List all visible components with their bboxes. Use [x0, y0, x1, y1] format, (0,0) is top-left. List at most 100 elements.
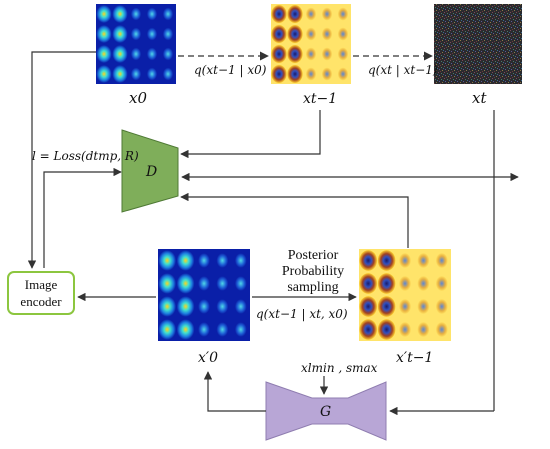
arrow-x0-to-encoder [27, 51, 96, 269]
heatmap-blob [96, 45, 112, 63]
heatmap-blob [305, 27, 317, 41]
heatmap-blob [234, 322, 247, 337]
heatmap-blob [96, 5, 112, 23]
heatmap-blob [176, 319, 195, 340]
label-x0-prime: x′0 [198, 350, 218, 366]
heatmap-blob [130, 27, 142, 41]
arrow-g-to-x0prime [203, 371, 266, 412]
heatmap-blob [112, 5, 128, 23]
heatmap-blob [435, 322, 448, 337]
heatmap-blob [417, 276, 430, 291]
heatmap-blob [112, 65, 128, 83]
heatmap-blob [112, 45, 128, 63]
generator-block [265, 381, 387, 441]
heatmap-blob [216, 299, 229, 314]
label-xt-minus-1-prime: x′t−1 [396, 350, 433, 366]
heatmap-blob [158, 319, 177, 340]
heatmap-blob [146, 27, 158, 41]
heatmap-blob [146, 7, 158, 21]
heatmap-blob [321, 27, 333, 41]
heatmap-blob [96, 65, 112, 83]
heatmap-blob [321, 47, 333, 61]
label-posterior-3: sampling [287, 280, 338, 295]
label-gen-inputs: xlmin , smax [301, 361, 378, 375]
heatmap-blob [162, 47, 174, 61]
heatmap-blob [287, 5, 303, 23]
heatmap-blob [234, 299, 247, 314]
heatmap-blob [271, 45, 287, 63]
image-x0-prime [158, 249, 250, 341]
heatmap-blob [158, 250, 177, 271]
heatmap-blob [162, 7, 174, 21]
heatmap-blob [321, 67, 333, 81]
heatmap-blob [271, 65, 287, 83]
label-xt-minus-1: xt−1 [303, 91, 337, 107]
label-posterior-1: Posterior [288, 248, 339, 263]
heatmap-blob [162, 67, 174, 81]
label-generator: G [320, 404, 331, 420]
heatmap-blob [162, 27, 174, 41]
heatmap-blob [435, 276, 448, 291]
heatmap-blob [287, 65, 303, 83]
arrow-encoder-to-d [43, 167, 122, 268]
heatmap-blob [216, 253, 229, 268]
heatmap-blob [158, 296, 177, 317]
heatmap-blob [146, 67, 158, 81]
heatmap-blob [359, 319, 378, 340]
heatmap-blob [399, 253, 411, 268]
heatmap-blob [112, 25, 128, 43]
heatmap-blob [198, 299, 210, 314]
heatmap-blob [146, 47, 158, 61]
heatmap-blob [234, 276, 247, 291]
arrow-xt1-to-d [180, 110, 321, 159]
heatmap-blob [399, 276, 411, 291]
heatmap-blob [198, 253, 210, 268]
heatmap-blob [158, 273, 177, 294]
image-x0 [96, 4, 176, 84]
heatmap-blob [359, 273, 378, 294]
heatmap-blob [271, 25, 287, 43]
label-loss: l = Loss(dtmp, R) [32, 149, 139, 163]
discriminator-block [121, 129, 179, 213]
heatmap-blob [435, 253, 448, 268]
heatmap-blob [417, 253, 430, 268]
heatmap-blob [377, 273, 396, 294]
heatmap-blob [359, 250, 378, 271]
heatmap-blob [176, 250, 195, 271]
heatmap-blob [176, 273, 195, 294]
heatmap-blob [417, 322, 430, 337]
heatmap-blob [435, 299, 448, 314]
heatmap-blob [271, 5, 287, 23]
heatmap-blob [359, 296, 378, 317]
heatmap-blob [305, 67, 317, 81]
heatmap-blob [216, 322, 229, 337]
label-q-forward-2: q(xt | xt−1) [368, 63, 438, 77]
heatmap-blob [305, 7, 317, 21]
label-discriminator: D [145, 164, 157, 180]
heatmap-blob [399, 299, 411, 314]
heatmap-blob [337, 27, 349, 41]
heatmap-blob [377, 296, 396, 317]
heatmap-blob [337, 67, 349, 81]
heatmap-blob [96, 25, 112, 43]
label-xt: xt [472, 89, 487, 107]
heatmap-blob [305, 47, 317, 61]
heatmap-blob [176, 296, 195, 317]
image-xt-minus-1-prime [359, 249, 451, 341]
image-xt-noise [434, 4, 522, 84]
image-xt-minus-1 [271, 4, 351, 84]
heatmap-blob [417, 299, 430, 314]
heatmap-blob [377, 319, 396, 340]
heatmap-blob [198, 276, 210, 291]
arrow-xt1prime-to-d [180, 192, 409, 248]
heatmap-blob [130, 7, 142, 21]
heatmap-blob [321, 7, 333, 21]
heatmap-blob [130, 67, 142, 81]
heatmap-blob [399, 322, 411, 337]
label-encoder-line1: Image [25, 277, 58, 292]
label-posterior-2: Probability [282, 264, 344, 279]
heatmap-blob [337, 7, 349, 21]
label-x0: x0 [129, 89, 147, 107]
